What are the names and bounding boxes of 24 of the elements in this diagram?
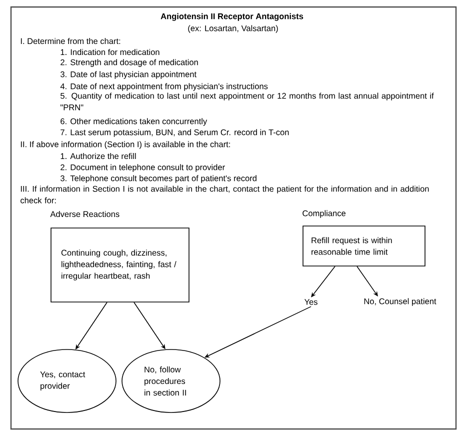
list-item: 1. Indication for medication [60,48,160,56]
list-item: 1. Authorize the refill [60,152,136,160]
group-heading: Compliance [302,210,346,218]
list-item: 4. Date of next appointment from physician's instructions [60,83,268,91]
process-box: Refill request is within reasonable time limit [302,226,426,266]
list-item: 6. Other medications taken concurrently [60,118,208,126]
list-item: 2. Document in telephone consult to provider [60,164,225,172]
answer-label: No, Counsel patient [364,298,436,306]
process-box: Continuing cough, dizziness, lightheadedness, fainting, fast / irregular heartbeat, rash [50,228,190,302]
subtitle: (ex: Losartan, Valsartan) [188,25,278,33]
list-item: 3. Telephone consult becomes part of patient's record [60,175,256,183]
answer-label: Yes [304,299,318,305]
list-item: 7. Last serum potassium, BUN, and Serum Cr. record in T-con [60,129,289,137]
title: Angiotensin II Receptor Antagonists [160,13,304,21]
list-item: 3. Date of last physician appointment [60,71,196,79]
section-heading: I. Determine from the chart: [20,38,120,44]
arrow [204,306,312,358]
group-heading: Adverse Reactions [50,210,120,218]
section-heading: III. If information in Section I is not available in the chart, contact the patient for the information and in addition check for: [20,186,429,204]
arrow [356,266,378,296]
list-item: 2. Strength and dosage of medication [60,59,198,67]
list-item: 5. Quantity of medication to last until next appointment or 12 months from last annual appointment if "PRN" [60,92,434,110]
section-heading: II. If above information (Section I) is available in the chart: [20,141,230,149]
arrow [311,266,336,298]
